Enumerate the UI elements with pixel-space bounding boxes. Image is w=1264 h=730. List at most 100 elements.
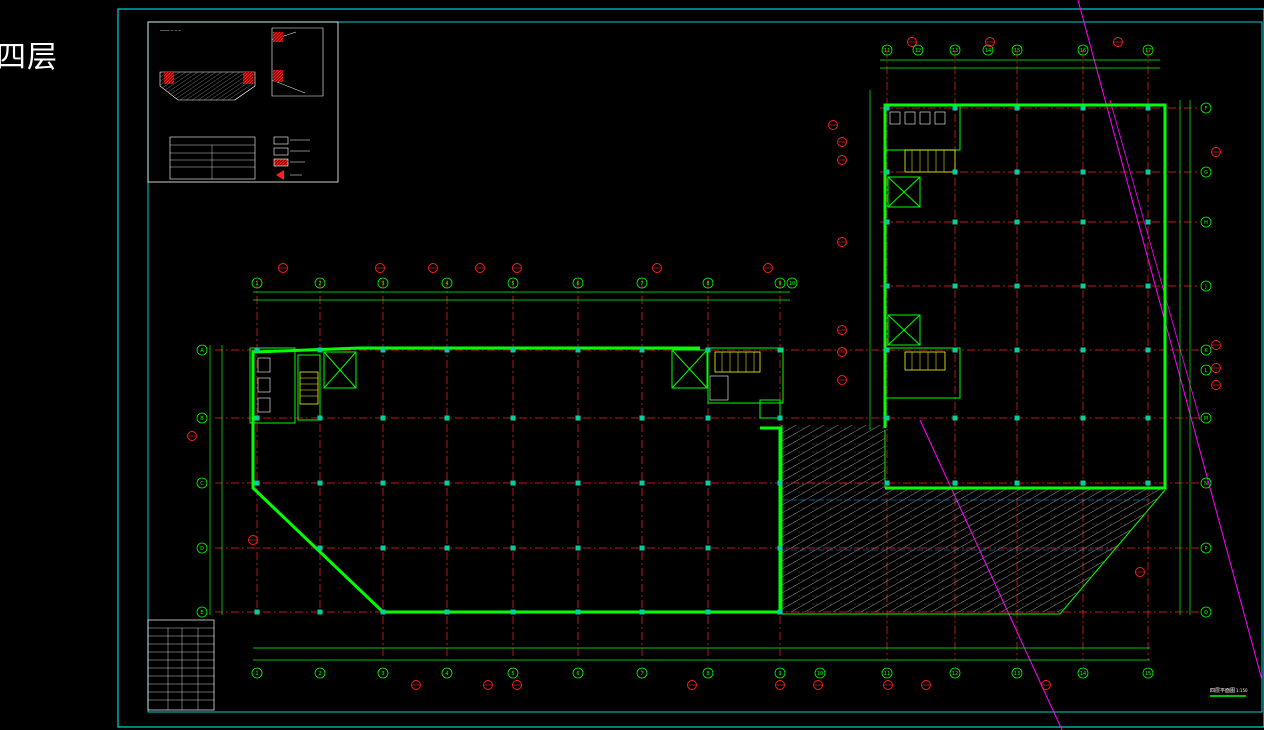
svg-text:7: 7 bbox=[640, 671, 643, 677]
axis-bubble-right: F bbox=[1200, 102, 1212, 114]
section-index-bubble bbox=[1135, 567, 1145, 577]
svg-text:J: J bbox=[1204, 284, 1206, 290]
axis-bubble-bottom: 7 bbox=[636, 667, 648, 679]
axis-bubble-bottom: 14 bbox=[1077, 667, 1089, 679]
svg-text:E: E bbox=[200, 610, 203, 616]
axis-bubble-top: 2 bbox=[314, 277, 326, 289]
svg-text:13: 13 bbox=[952, 48, 958, 54]
axis-bubble-top: 12 bbox=[912, 44, 924, 56]
column bbox=[254, 480, 260, 486]
axis-bubble-top: 11 bbox=[881, 44, 893, 56]
svg-text:14: 14 bbox=[985, 48, 991, 54]
section-index-bubble bbox=[278, 263, 288, 273]
schedule-table bbox=[147, 619, 215, 711]
column bbox=[1080, 105, 1086, 111]
svg-text:17: 17 bbox=[1145, 48, 1151, 54]
column bbox=[317, 347, 323, 353]
column bbox=[884, 415, 890, 421]
section-index-bubble bbox=[883, 680, 893, 690]
svg-text:12: 12 bbox=[915, 48, 921, 54]
axis-bubble-bottom: 15 bbox=[1142, 667, 1154, 679]
column bbox=[777, 480, 783, 486]
column bbox=[952, 219, 958, 225]
svg-text:G: G bbox=[1204, 170, 1208, 176]
axis-bubble-top: 1 bbox=[251, 277, 263, 289]
column bbox=[884, 219, 890, 225]
svg-text:1: 1 bbox=[255, 671, 258, 677]
svg-text:8: 8 bbox=[706, 671, 709, 677]
column bbox=[254, 415, 260, 421]
column bbox=[1145, 415, 1151, 421]
section-index-bubble bbox=[687, 680, 697, 690]
svg-text:6: 6 bbox=[576, 671, 579, 677]
svg-text:13: 13 bbox=[1014, 671, 1020, 677]
axis-bubble-left: C bbox=[196, 477, 208, 489]
core-right bbox=[884, 104, 961, 399]
section-index-bubble bbox=[1113, 37, 1123, 47]
section-index-bubble bbox=[375, 263, 385, 273]
column bbox=[254, 609, 260, 615]
axis-bubble-bottom: 2 bbox=[314, 667, 326, 679]
column bbox=[444, 545, 450, 551]
columns-group bbox=[254, 105, 1151, 615]
core-middle bbox=[671, 347, 784, 419]
svg-text:D: D bbox=[200, 546, 204, 552]
axis-bubble-bottom: 10 bbox=[814, 667, 826, 679]
section-index-bubble bbox=[813, 680, 823, 690]
column bbox=[705, 347, 711, 353]
column bbox=[1014, 219, 1020, 225]
section-index-bubble bbox=[1041, 680, 1051, 690]
column bbox=[575, 609, 581, 615]
svg-text:A: A bbox=[200, 348, 204, 354]
section-index-bubble bbox=[1211, 380, 1221, 390]
axis-bubble-top: 16 bbox=[1077, 44, 1089, 56]
axis-bubble-top: 13 bbox=[949, 44, 961, 56]
svg-text:L: L bbox=[1205, 368, 1208, 374]
column bbox=[639, 415, 645, 421]
section-index-bubble bbox=[837, 325, 847, 335]
column bbox=[639, 545, 645, 551]
axis-bubble-bottom: 5 bbox=[507, 667, 519, 679]
column bbox=[254, 347, 260, 353]
column bbox=[380, 609, 386, 615]
column bbox=[575, 480, 581, 486]
svg-text:12: 12 bbox=[952, 671, 958, 677]
svg-text:10: 10 bbox=[817, 671, 823, 677]
section-index-bubble bbox=[775, 680, 785, 690]
axis-bubble-top: 10 bbox=[786, 277, 798, 289]
axis-bubble-right: H bbox=[1200, 216, 1212, 228]
column bbox=[575, 347, 581, 353]
axis-bubble-left: A bbox=[196, 344, 208, 356]
column bbox=[1014, 169, 1020, 175]
column bbox=[777, 609, 783, 615]
column bbox=[510, 609, 516, 615]
section-index-bubble bbox=[475, 263, 485, 273]
svg-text:9: 9 bbox=[778, 281, 781, 287]
section-index-bubble bbox=[837, 137, 847, 147]
column bbox=[510, 545, 516, 551]
section-index-bubble bbox=[837, 347, 847, 357]
column bbox=[777, 415, 783, 421]
svg-text:H: H bbox=[1204, 220, 1208, 226]
column bbox=[1080, 169, 1086, 175]
section-index-bubble bbox=[837, 375, 847, 385]
axis-bubble-top: 6 bbox=[572, 277, 584, 289]
svg-text:4: 4 bbox=[445, 671, 448, 677]
column bbox=[777, 545, 783, 551]
section-index-bubble bbox=[763, 263, 773, 273]
axis-bubble-right: M bbox=[1200, 412, 1212, 424]
svg-text:N: N bbox=[1204, 481, 1208, 487]
column bbox=[444, 347, 450, 353]
column bbox=[777, 347, 783, 353]
axis-bubble-top: 9 bbox=[774, 277, 786, 289]
svg-text:5: 5 bbox=[511, 281, 514, 287]
column bbox=[1145, 169, 1151, 175]
column bbox=[639, 347, 645, 353]
column bbox=[705, 545, 711, 551]
axis-bubble-bottom: 12 bbox=[949, 667, 961, 679]
drawing-title: 四层平面图 bbox=[1210, 688, 1235, 694]
column bbox=[1080, 347, 1086, 353]
svg-text:16: 16 bbox=[1080, 48, 1086, 54]
axis-bubble-top: 15 bbox=[1011, 44, 1023, 56]
